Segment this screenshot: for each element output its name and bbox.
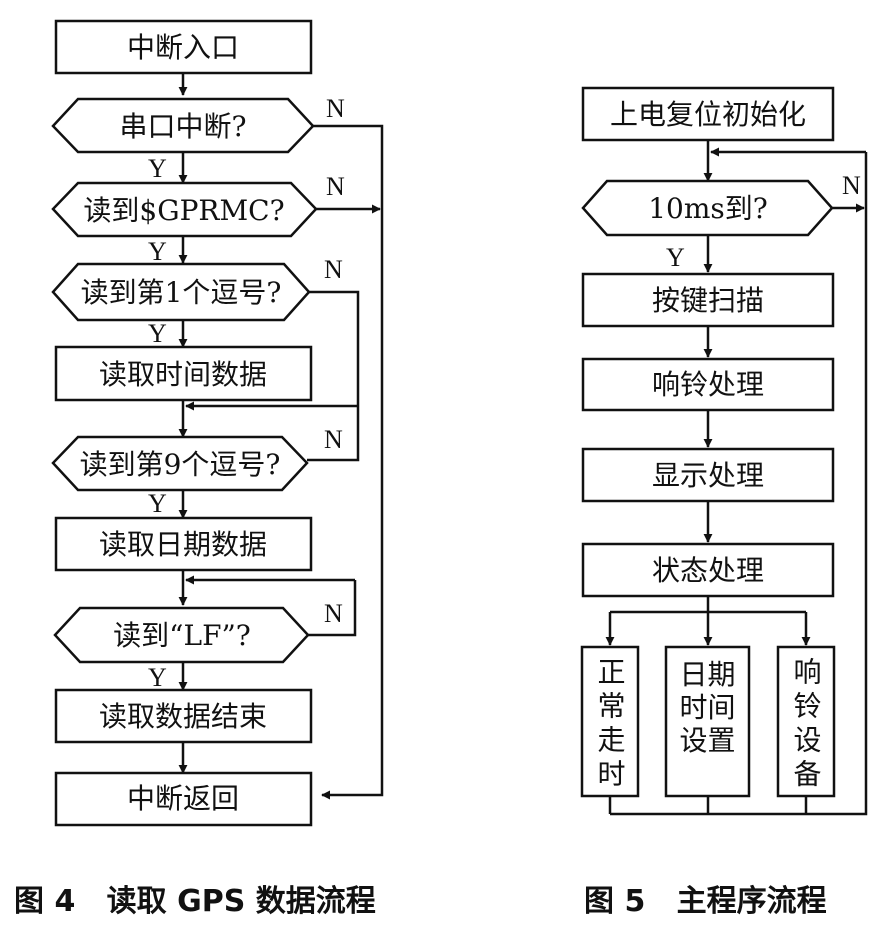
decision-read-comma9-label: 读到第9个逗号? <box>80 448 281 481</box>
node-read-time-label: 读取时间数据 <box>99 358 267 391</box>
decision-serial-interrupt-label: 串口中断? <box>119 110 246 143</box>
node-state-process <box>581 542 835 598</box>
yes-label: Y <box>148 663 167 692</box>
node-ring-process-label: 响铃处理 <box>652 368 764 401</box>
line-loop-back <box>610 152 868 816</box>
node-display-process-label: 显示处理 <box>652 459 764 492</box>
node-read-end <box>54 688 313 744</box>
yes-label: Y <box>148 154 167 183</box>
decision-read-comma1-label: 读到第1个逗号? <box>81 276 282 309</box>
yes-label: Y <box>148 237 167 266</box>
node-datetime-set <box>664 645 751 798</box>
decision-read-gprmc-label: 读到$GPRMC? <box>83 194 284 227</box>
node-ring-set <box>776 645 836 798</box>
no-label: N <box>324 599 343 628</box>
node-read-date-label: 读取日期数据 <box>99 528 267 561</box>
node-entry <box>54 19 313 75</box>
decision-serial-interrupt <box>51 97 315 154</box>
decision-read-lf-label: 读到“LF”? <box>113 619 251 652</box>
node-display-process <box>581 447 835 503</box>
decision-read-comma1 <box>51 262 311 322</box>
node-entry-label: 中断入口 <box>127 31 239 64</box>
decision-read-comma9 <box>51 435 309 492</box>
node-key-scan-label: 按键扫描 <box>652 284 764 317</box>
node-init-label: 上电复位初始化 <box>610 98 806 131</box>
node-return-label: 中断返回 <box>127 782 239 815</box>
yes-label: Y <box>666 243 685 272</box>
node-ring-set-label: 响铃设备 <box>790 657 823 793</box>
node-datetime-set-text: 日期时间设置 <box>679 658 736 757</box>
node-state-process-label: 状态处理 <box>652 554 764 587</box>
figure5-flowchart: 上电复位初始化 10ms到? 按键扫描 响铃处理 显示处理 状态处理 正常走时 … <box>580 86 868 816</box>
no-label: N <box>326 94 345 123</box>
node-return <box>54 771 313 827</box>
figure4-caption: 图 4 读取 GPS 数据流程 <box>14 884 376 919</box>
node-ring-process <box>581 357 835 412</box>
line-lf-no-loop <box>308 580 357 637</box>
node-datetime-set-label: 日期时间设置 <box>679 658 736 757</box>
no-label: N <box>324 255 343 284</box>
yes-label: Y <box>148 489 167 518</box>
node-normal-run <box>580 645 640 798</box>
figure4-flowchart: 中断入口 串口中断? 读到$GPRMC? 读到第1个逗号? 读取时间数据 读到第… <box>51 19 384 827</box>
node-read-date <box>54 516 313 572</box>
figure5-caption: 图 5 主程序流程 <box>584 884 827 919</box>
node-key-scan <box>581 272 835 328</box>
no-label: N <box>842 171 861 200</box>
decision-read-gprmc <box>51 181 318 238</box>
no-label: N <box>326 172 345 201</box>
decision-10ms-label: 10ms到? <box>648 192 768 225</box>
arrow-no-to-return <box>313 124 384 800</box>
yes-label: Y <box>148 319 167 348</box>
node-normal-run-label: 正常走时 <box>594 657 627 793</box>
node-read-time <box>54 345 313 402</box>
node-read-end-label: 读取数据结束 <box>99 700 267 733</box>
decision-10ms <box>581 179 834 237</box>
node-init <box>581 86 835 142</box>
no-label: N <box>324 425 343 454</box>
decision-read-lf <box>53 606 310 664</box>
line-comma-no-loop <box>307 290 360 462</box>
